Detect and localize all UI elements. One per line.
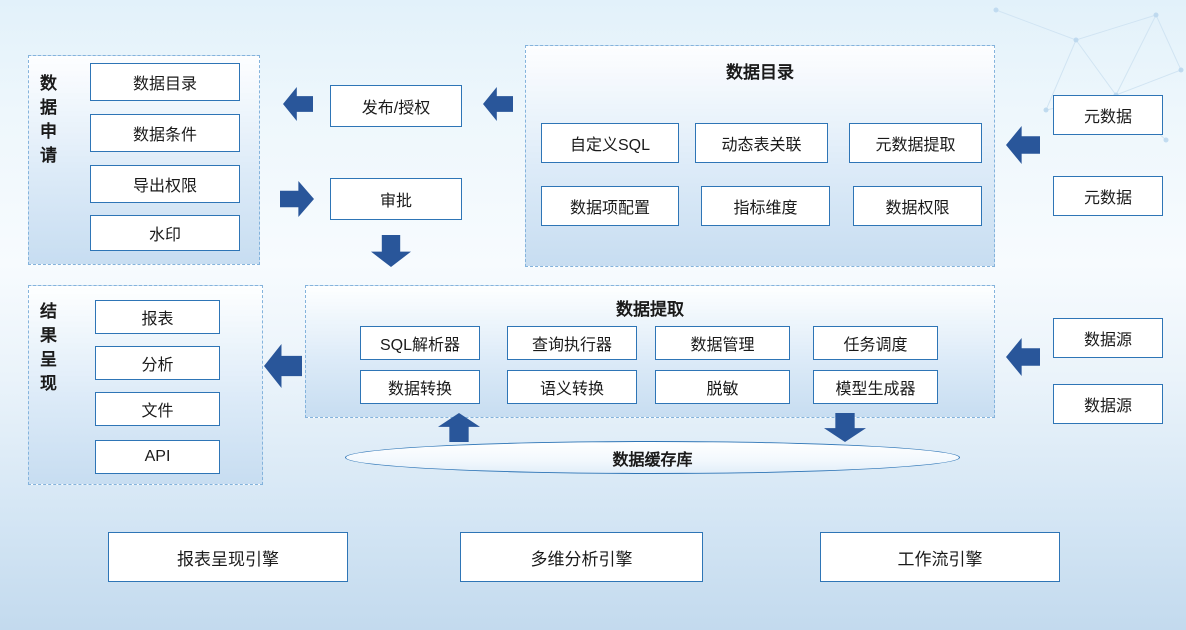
catalog-custom-sql: 自定义SQL: [541, 123, 679, 163]
approve-box: 审批: [330, 178, 462, 220]
result-item-report: 报表: [95, 300, 220, 334]
data-application-label: 数据申请: [37, 74, 56, 170]
publish-authorize-box: 发布/授权: [330, 85, 462, 127]
metadata-source-2: 元数据: [1053, 176, 1163, 216]
arrow-catalog-to-publish: [483, 87, 513, 121]
arrow-approve-down: [371, 235, 411, 267]
catalog-data-permission: 数据权限: [853, 186, 982, 226]
data-source-1: 数据源: [1053, 318, 1163, 358]
extraction-query-executor: 查询执行器: [507, 326, 637, 360]
result-item-file: 文件: [95, 392, 220, 426]
extraction-model-generator: 模型生成器: [813, 370, 938, 404]
data-application-item-conditions: 数据条件: [90, 114, 240, 152]
extraction-data-transform: 数据转换: [360, 370, 480, 404]
extraction-sql-parser: SQL解析器: [360, 326, 480, 360]
extraction-masking: 脱敏: [655, 370, 790, 404]
arrow-extraction-to-result: [264, 344, 302, 388]
data-catalog-title: 数据目录: [726, 63, 794, 82]
arrow-publish-to-application: [283, 87, 313, 121]
data-cache-store: 数据缓存库: [345, 441, 960, 474]
result-presentation-label: 结果呈现: [37, 302, 56, 398]
metadata-source-1: 元数据: [1053, 95, 1163, 135]
catalog-metadata-extract: 元数据提取: [849, 123, 982, 163]
result-item-api: API: [95, 440, 220, 474]
catalog-data-item-config: 数据项配置: [541, 186, 679, 226]
engine-olap-analysis: 多维分析引擎: [460, 532, 703, 582]
arrow-datasource-to-extraction: [1006, 338, 1040, 376]
engine-workflow: 工作流引擎: [820, 532, 1060, 582]
data-source-2: 数据源: [1053, 384, 1163, 424]
arrow-metadata-to-catalog: [1006, 126, 1040, 164]
result-item-analysis: 分析: [95, 346, 220, 380]
engine-report-rendering: 报表呈现引擎: [108, 532, 348, 582]
extraction-semantic-transform: 语义转换: [507, 370, 637, 404]
data-extraction-title: 数据提取: [616, 300, 684, 319]
data-application-item-export-permission: 导出权限: [90, 165, 240, 203]
catalog-dynamic-table-join: 动态表关联: [695, 123, 828, 163]
extraction-data-management: 数据管理: [655, 326, 790, 360]
data-application-item-watermark: 水印: [90, 215, 240, 251]
extraction-task-scheduling: 任务调度: [813, 326, 938, 360]
data-application-item-catalog: 数据目录: [90, 63, 240, 101]
catalog-indicator-dimension: 指标维度: [701, 186, 830, 226]
arrow-application-to-approve: [280, 181, 314, 217]
